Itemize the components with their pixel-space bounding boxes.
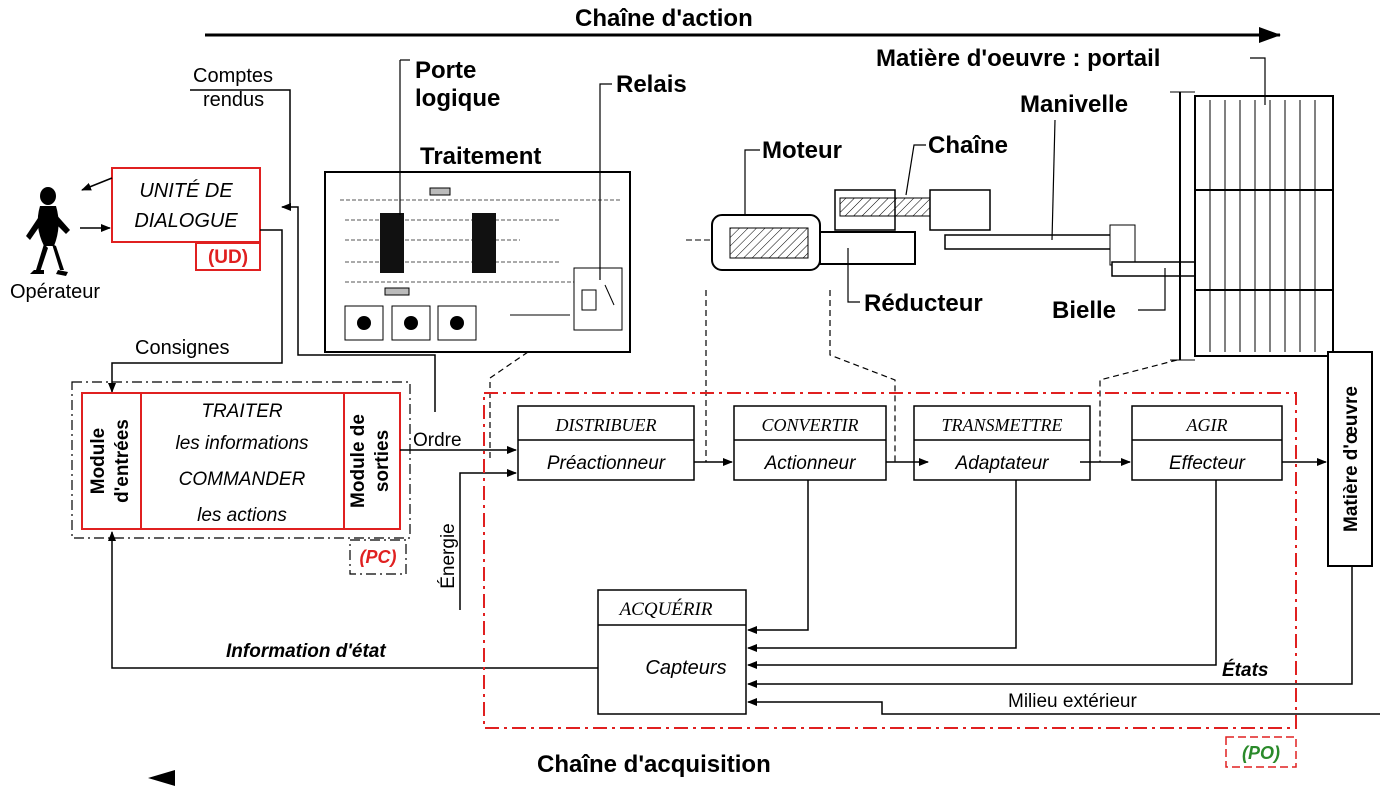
po-block-agir: AGIR Effecteur — [1131, 405, 1283, 481]
reducteur-label: Réducteur — [864, 290, 983, 317]
relay-component — [573, 267, 623, 331]
po-block-convertir: CONVERTIR Actionneur — [733, 405, 887, 481]
milieu-exterieur-arrow — [747, 698, 1380, 715]
input-module-line2: d'entrées — [112, 419, 133, 503]
convertir-function: CONVERTIR — [762, 415, 859, 435]
po-tag-box — [1225, 736, 1297, 768]
po-block-acquerir: ACQUÉRIR Capteurs — [597, 589, 747, 715]
consignes-label: Consignes — [135, 337, 230, 359]
acquisition-chain-title: Chaîne d'acquisition — [537, 751, 771, 778]
pc-tag: (PC) — [360, 547, 397, 567]
gate-drawing — [1170, 91, 1334, 361]
moteur-label: Moteur — [762, 137, 842, 164]
porte-logique-line1: Porte — [415, 57, 476, 84]
physical-links — [489, 290, 1178, 462]
adaptateur-label: Adaptateur — [955, 453, 1050, 474]
operator-figure: Opérateur — [10, 187, 100, 303]
logic-gate-chip-1 — [380, 213, 404, 273]
process-line2: les informations — [175, 433, 309, 454]
output-to-ud-arrow — [281, 203, 436, 412]
reports-line — [190, 89, 291, 207]
matiere-portail-label: Matière d'oeuvre : portail — [876, 45, 1160, 72]
energie-arrow — [459, 469, 517, 610]
acquisition-chain-arrowhead — [148, 770, 175, 786]
preactionneur-label: Préactionneur — [547, 453, 666, 474]
porte-logique-line2: logique — [415, 85, 500, 112]
ud-label-line2: DIALOGUE — [134, 210, 238, 232]
milieu-exterieur-label: Milieu extérieur — [1008, 691, 1137, 712]
operator-label: Opérateur — [10, 281, 100, 303]
energie-label: Énergie — [438, 523, 459, 589]
crank-arm — [944, 234, 1126, 250]
reports-label-line2: rendus — [203, 89, 264, 111]
information-etat-label: Information d'état — [226, 641, 386, 662]
action-chain-title: Chaîne d'action — [575, 5, 753, 32]
input-module-line1: Module — [88, 428, 109, 495]
relais-label: Relais — [616, 71, 687, 98]
effecteur-label: Effecteur — [1169, 453, 1246, 474]
traitement-board — [324, 171, 631, 353]
capteurs-label: Capteurs — [645, 657, 726, 679]
po-frame — [483, 392, 1297, 729]
acquerir-function: ACQUÉRIR — [618, 598, 713, 620]
ud-label-line1: UNITÉ DE — [139, 179, 233, 202]
pc-block: Module d'entrées TRAITER les information… — [71, 381, 411, 575]
manivelle-label: Manivelle — [1020, 91, 1128, 118]
actionneur-label: Actionneur — [764, 453, 857, 474]
output-module-line2: sorties — [372, 430, 393, 492]
agir-function: AGIR — [1186, 415, 1228, 435]
logic-gate-chip-2 — [472, 213, 496, 273]
distribuer-function: DISTRIBUER — [555, 415, 657, 435]
chaine-label: Chaîne — [928, 132, 1008, 159]
relais-leader — [599, 83, 612, 280]
po-block-transmettre: TRANSMETTRE Adaptateur — [913, 405, 1091, 481]
feedback-effecteur — [747, 480, 1217, 669]
transmettre-function: TRANSMETTRE — [941, 415, 1062, 435]
ud-block: UNITÉ DE DIALOGUE (UD) — [111, 167, 261, 271]
ud-tag: (UD) — [208, 247, 248, 268]
matiere-oeuvre-box — [1327, 351, 1373, 567]
etats-label: États — [1222, 659, 1268, 681]
output-module-line1: Module de — [348, 414, 369, 508]
matiere-oeuvre-label: Matière d'œuvre — [1341, 386, 1362, 532]
process-line3: COMMANDER — [179, 469, 306, 490]
information-etat-arrow — [108, 531, 598, 669]
process-line4: les actions — [197, 505, 287, 526]
operator-icon — [26, 187, 70, 276]
feedback-adaptateur — [747, 480, 1017, 652]
traitement-label: Traitement — [420, 143, 541, 170]
bielle-label: Bielle — [1052, 297, 1116, 324]
action-chain-header: Chaîne d'action — [205, 5, 1281, 43]
reducer-body — [819, 231, 916, 265]
ud-to-operator-arrow — [81, 177, 113, 191]
consignes-arrow — [108, 229, 283, 393]
po-tag: (PO) — [1242, 743, 1280, 763]
process-line1: TRAITER — [201, 401, 283, 422]
feedback-etats — [747, 566, 1353, 688]
po-block-distribuer: DISTRIBUER Préactionneur — [517, 405, 695, 481]
ordre-label: Ordre — [413, 430, 462, 451]
feedback-actionneur — [747, 480, 809, 634]
reports-label-line1: Comptes — [193, 65, 273, 87]
